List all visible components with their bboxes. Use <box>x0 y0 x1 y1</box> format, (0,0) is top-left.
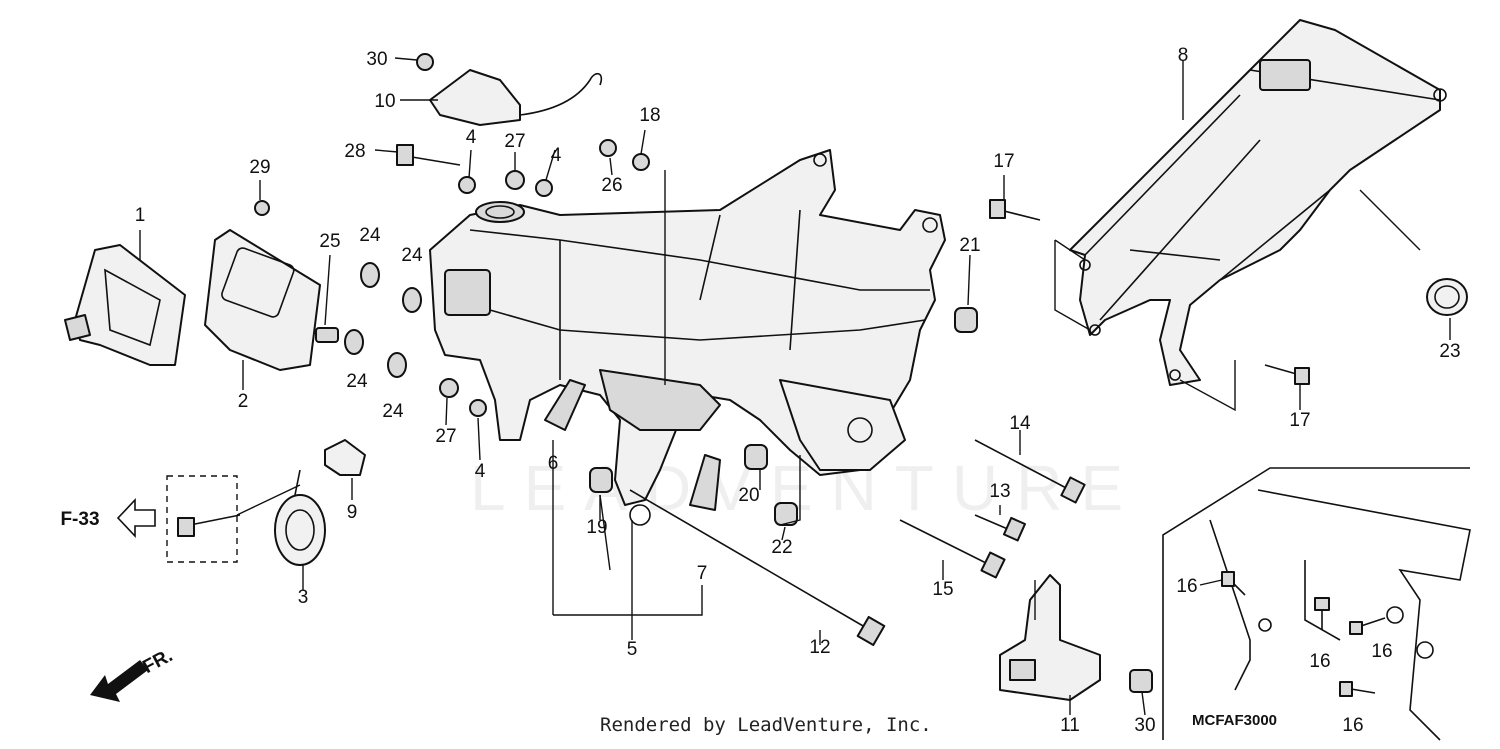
callout-24-b: 24 <box>401 245 423 266</box>
callout-10: 10 <box>374 91 395 112</box>
callout-16-d: 16 <box>1342 715 1363 736</box>
leader-lines <box>139 57 1451 716</box>
callout-17-a: 17 <box>993 151 1014 172</box>
long-bolts <box>177 144 1310 647</box>
direction-label: FR. <box>139 645 176 678</box>
callout-26: 26 <box>601 175 622 196</box>
callout-27-a: 27 <box>504 131 525 152</box>
part-11-bracket <box>999 574 1101 701</box>
callout-2: 2 <box>238 391 249 412</box>
callout-15: 15 <box>932 579 953 600</box>
part-2-cover <box>204 229 321 371</box>
part-10-bracket <box>429 69 521 126</box>
callout-1: 1 <box>135 205 146 226</box>
callout-24-c: 24 <box>346 371 368 392</box>
callout-25: 25 <box>319 231 340 252</box>
callout-7: 7 <box>697 563 708 584</box>
callout-30-a: 30 <box>366 49 387 70</box>
part-1-cover <box>74 244 186 366</box>
callout-24-a: 24 <box>359 225 381 246</box>
callout-11: 11 <box>1060 715 1080 736</box>
callout-24-d: 24 <box>382 401 404 422</box>
callout-4-a: 4 <box>466 127 477 148</box>
rear-subframe <box>1069 19 1447 386</box>
callout-18: 18 <box>639 105 660 126</box>
reference-label: F-33 <box>60 509 99 530</box>
callout-5: 5 <box>627 639 638 660</box>
part-3-horn <box>274 469 326 566</box>
part-9-bracket <box>324 439 366 476</box>
callout-20: 20 <box>738 485 759 506</box>
callout-29: 29 <box>249 157 270 178</box>
callout-21: 21 <box>959 235 980 256</box>
callout-14: 14 <box>1009 413 1031 434</box>
reference-box <box>166 475 238 563</box>
callout-3: 3 <box>298 587 309 608</box>
callout-6: 6 <box>548 453 559 474</box>
callout-23: 23 <box>1439 341 1460 362</box>
callout-4-c: 4 <box>475 461 486 482</box>
callout-22: 22 <box>771 537 792 558</box>
callout-12: 12 <box>809 637 830 658</box>
callout-8: 8 <box>1178 45 1189 66</box>
callout-30-b: 30 <box>1134 715 1155 736</box>
front-direction-arrow-icon <box>90 660 148 702</box>
diagram-code: MCFAF3000 <box>1192 712 1277 729</box>
callout-13: 13 <box>989 481 1010 502</box>
small-hardware <box>254 53 1153 693</box>
callout-16-a: 16 <box>1176 576 1197 597</box>
footer-credit: Rendered by LeadVenture, Inc. <box>600 714 932 736</box>
callouts: 1 2 3 4 4 4 5 6 7 8 9 10 11 12 13 14 15 … <box>135 45 1461 736</box>
reference-arrow <box>116 497 156 539</box>
callout-16-c: 16 <box>1371 641 1392 662</box>
callout-9: 9 <box>347 502 358 523</box>
inset-detail <box>1162 467 1471 741</box>
callout-27-b: 27 <box>435 426 456 447</box>
callout-16-b: 16 <box>1309 651 1330 672</box>
callout-19: 19 <box>586 517 607 538</box>
callout-17-b: 17 <box>1289 410 1310 431</box>
main-frame <box>429 149 946 526</box>
callout-28: 28 <box>344 141 365 162</box>
part-23-clamp <box>1426 278 1468 316</box>
callout-4-b: 4 <box>551 145 562 166</box>
